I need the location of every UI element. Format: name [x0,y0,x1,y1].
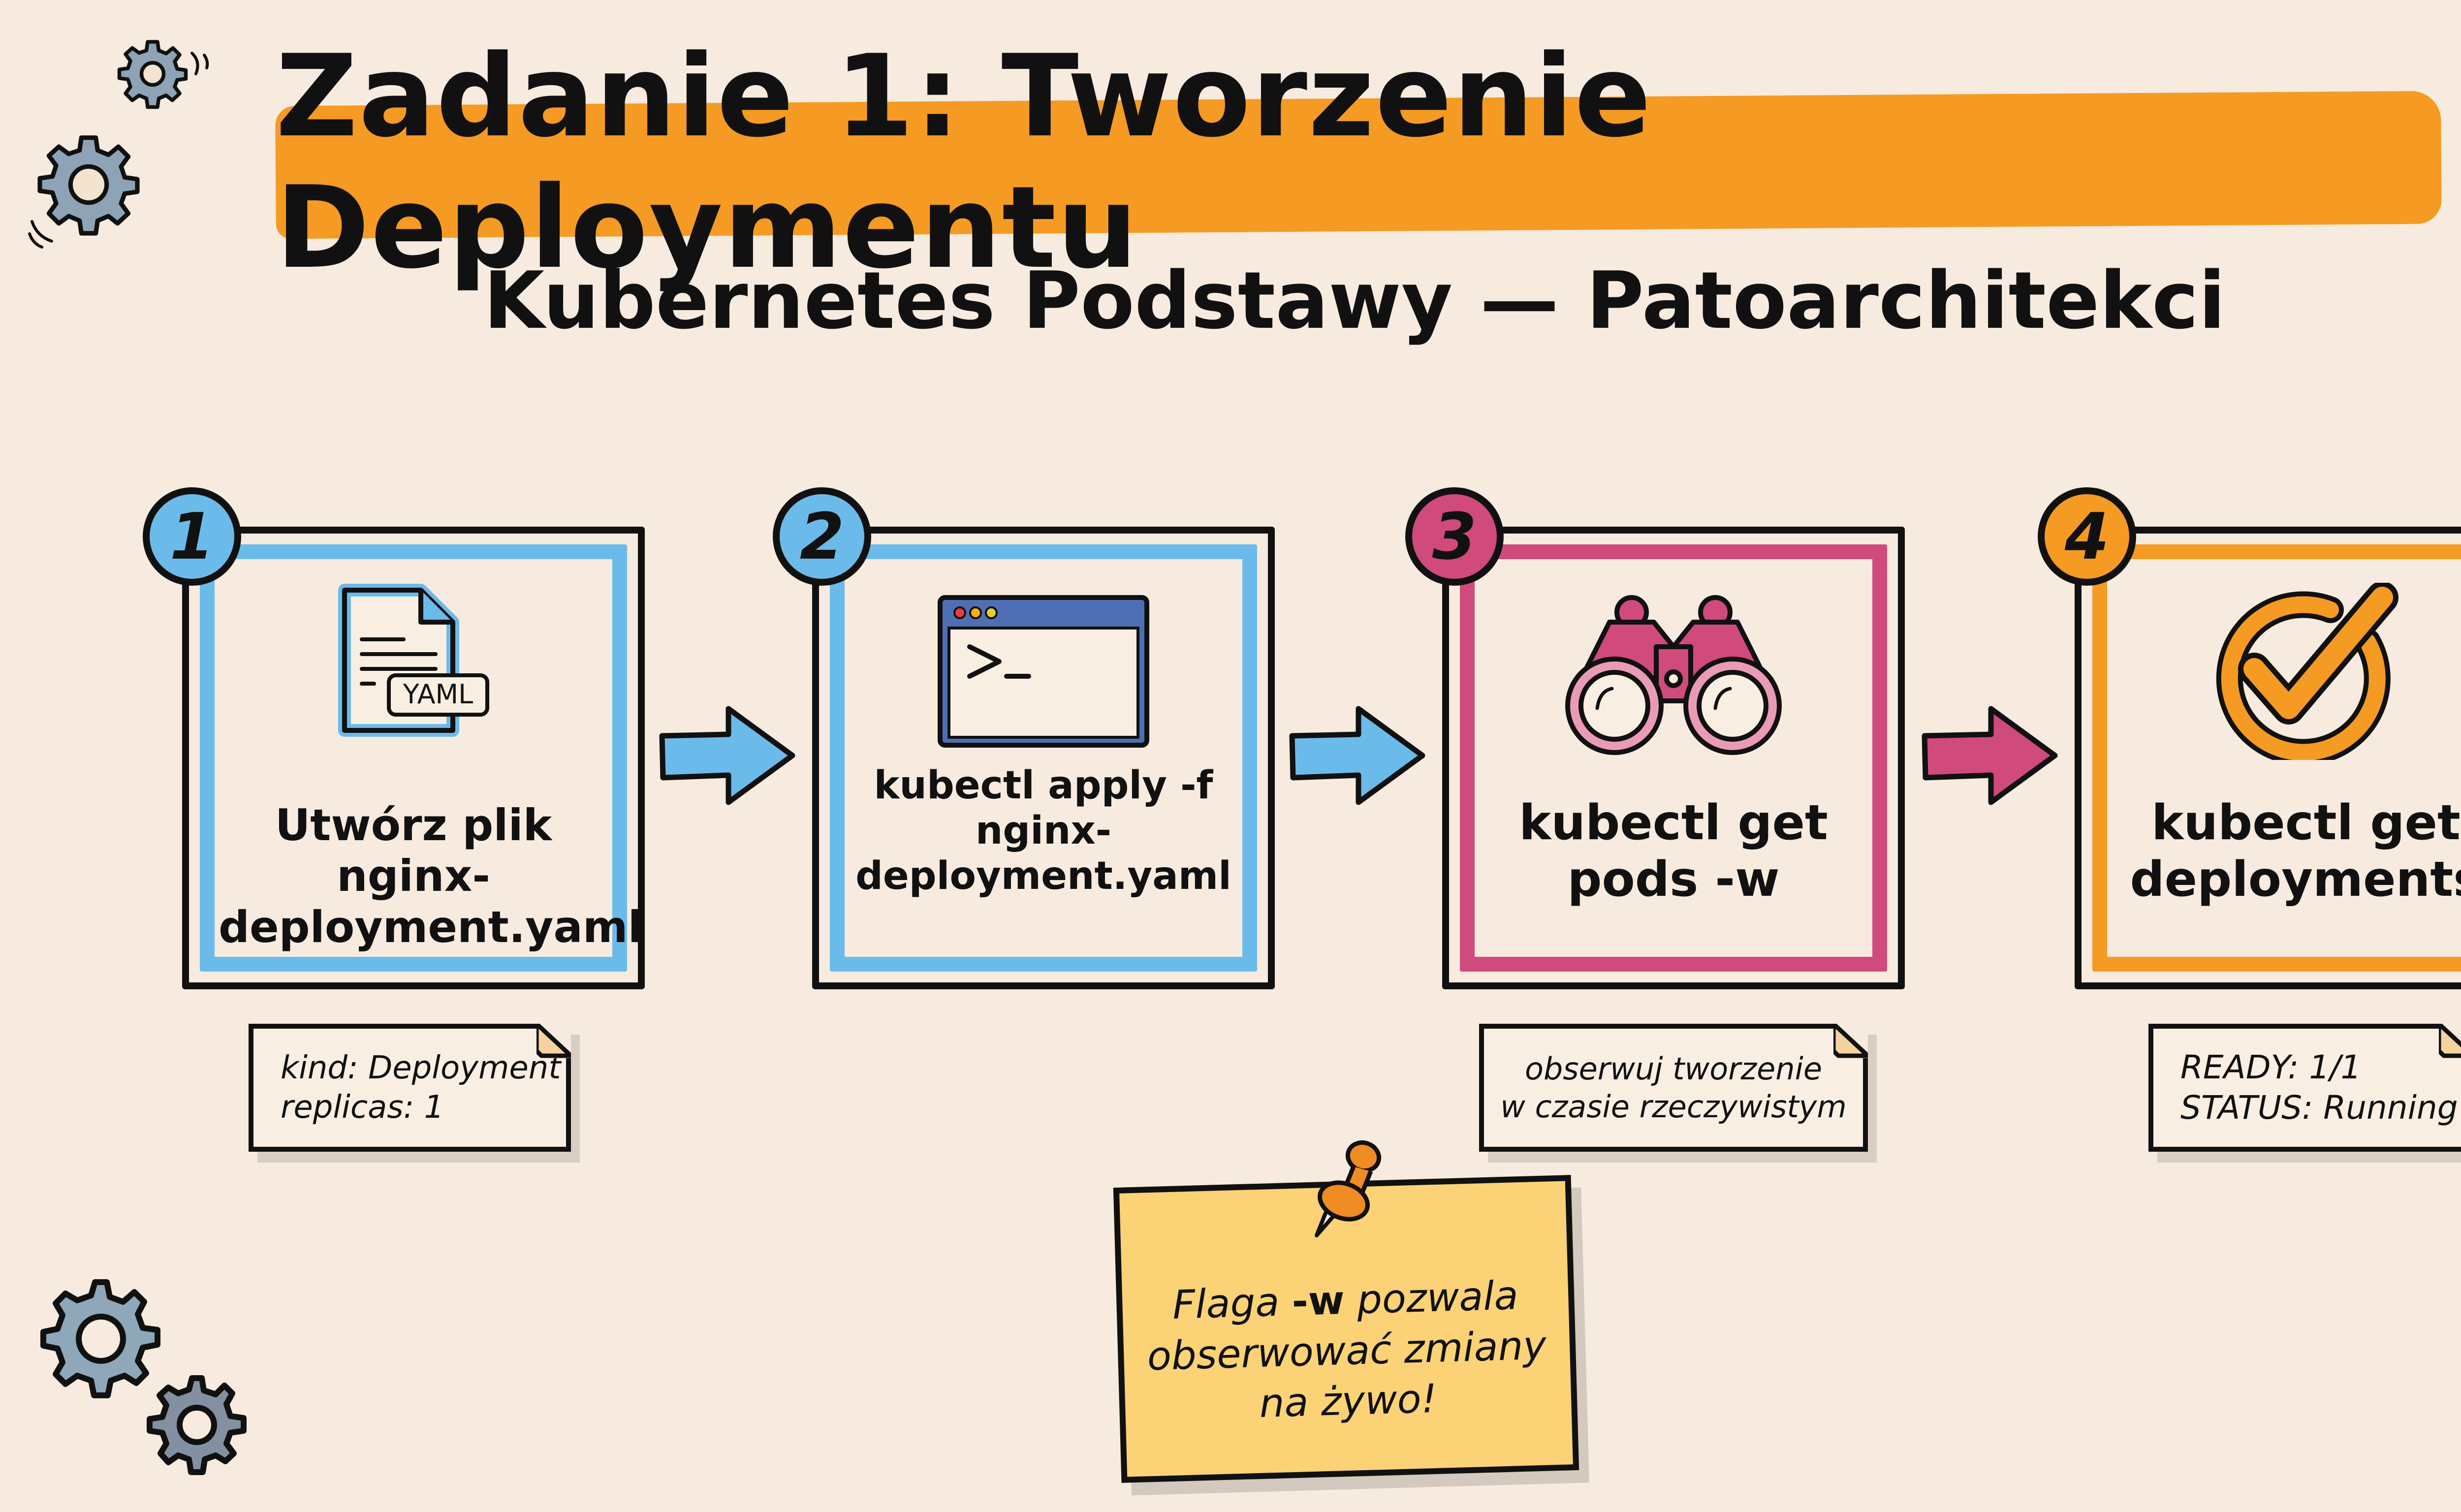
page-title: Zadanie 1: Tworzenie Deploymentu [276,31,1652,294]
step-3-label: kubectl get pods -w [1519,794,1828,908]
step-4-note: READY: 1/1 STATUS: Running [2148,1024,2461,1152]
step-1-note: kind: Deployment replicas: 1 [249,1024,571,1152]
terminal-window-icon [930,588,1157,757]
step-4-label: kubectl get deployments [2130,794,2461,908]
step-4-number: 4 [2038,487,2136,586]
page-subtitle: Kubernetes Podstawy — Patoarchitekci [483,254,2226,346]
motion-lines-icon [190,52,209,75]
motion-lines-icon [28,220,53,249]
gear-icon [37,135,140,236]
arrow-right-icon [659,706,795,805]
step-2-number: 2 [773,487,871,586]
step-1-label: Utwórz plik nginx- deployment.yaml [219,799,643,953]
step-4-card: kubectl get deployments [2075,527,2461,989]
step-2-card: kubectl apply -f nginx-deployment.yaml [812,527,1275,989]
step-3-note: obserwuj tworzenie w czasie rzeczywistym [1479,1024,1868,1152]
arrow-right-icon [1289,706,1425,805]
step-3-number: 3 [1405,487,1504,586]
arrow-right-icon [1922,706,2058,805]
step-1-number: 1 [143,487,241,586]
gear-icon [117,40,188,109]
checkmark-circle-icon [2208,581,2404,766]
binoculars-icon [1555,593,1792,762]
step-3-card: kubectl get pods -w [1442,527,1905,989]
step-1-card: YAML Utwórz plik nginx- deployment.yaml [182,527,645,989]
svg-text:YAML: YAML [403,679,473,710]
yaml-file-icon: YAML [325,583,502,752]
gear-pair-icon [40,1279,247,1475]
pushpin-icon [1315,1140,1382,1237]
tip-text: Flaga -w pozwala obserwować zmiany na ży… [1146,1272,1547,1427]
step-2-label: kubectl apply -f nginx-deployment.yaml [855,763,1231,898]
